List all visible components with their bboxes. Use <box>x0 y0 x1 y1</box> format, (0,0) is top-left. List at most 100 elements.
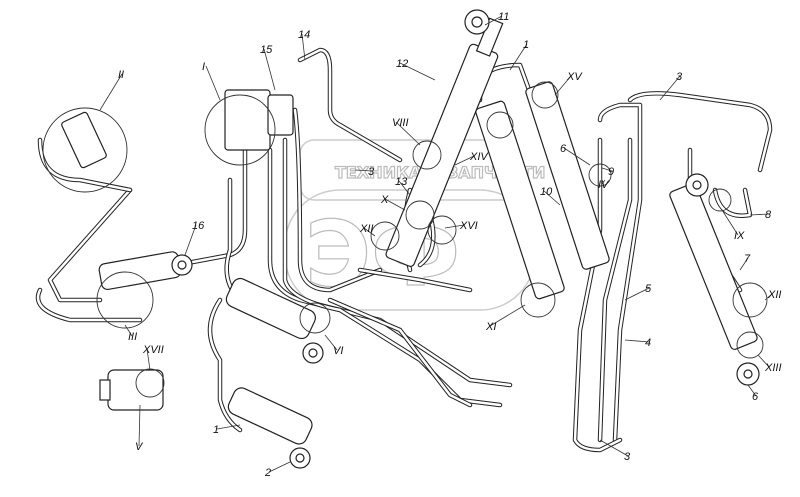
leader-line <box>363 227 376 237</box>
callout-label-xv: XV <box>566 71 583 83</box>
leader-line <box>749 213 770 216</box>
callout-label-i: I <box>202 61 205 73</box>
callout-circles <box>42 81 768 398</box>
leader-line <box>395 121 421 146</box>
callout-label-13: 13 <box>395 176 408 188</box>
leader-line <box>624 339 650 343</box>
callout-label-5: 5 <box>645 283 652 295</box>
leader-line <box>263 48 276 91</box>
cylinder-eye-2 <box>289 447 311 469</box>
callout-circle <box>708 188 732 212</box>
hose-line-inner <box>283 138 502 407</box>
callout-label-3: 3 <box>368 166 375 178</box>
cylinder-eye-8 <box>685 173 709 197</box>
leader-line <box>563 147 591 166</box>
leader-line <box>99 73 123 111</box>
callout-label-9: 9 <box>608 166 614 178</box>
leader-line <box>268 461 291 473</box>
cylinder-1 <box>475 100 565 300</box>
cylinder-eye-6 <box>736 362 760 386</box>
callout-label-v: V <box>135 441 144 453</box>
callout-circle <box>520 282 556 318</box>
leader-line <box>601 167 613 172</box>
leader-line <box>739 257 749 271</box>
callout-circle <box>588 163 612 187</box>
callout-label-1: 1 <box>213 424 219 436</box>
hose-line-inner <box>293 108 382 292</box>
callout-label-11: 11 <box>498 11 509 23</box>
leader-line <box>764 293 773 301</box>
leader-line <box>554 75 572 96</box>
callout-label-xii: XII <box>767 289 781 301</box>
callout-label-vi: VI <box>333 345 343 357</box>
leader-line <box>599 439 629 457</box>
callout-label-12: 12 <box>396 58 408 70</box>
leader-line <box>489 304 526 327</box>
callout-circle <box>299 302 331 334</box>
leader-line <box>543 190 561 206</box>
pump-motor-v <box>99 369 164 411</box>
leader-line <box>509 43 528 71</box>
cylinder-10 <box>525 81 610 270</box>
leader-line <box>216 424 241 430</box>
callout-circle <box>531 81 559 109</box>
callout-label-7: 7 <box>744 253 751 265</box>
leader-line <box>301 33 306 61</box>
leader-line <box>324 334 338 351</box>
hose-line <box>597 102 643 443</box>
cylinder-12 <box>385 17 504 268</box>
leader-line <box>384 198 406 211</box>
cylinder-11-eye <box>464 9 490 35</box>
callout-label-8: 8 <box>765 209 772 221</box>
leader-line <box>398 180 411 196</box>
cylinder-7 <box>669 183 758 350</box>
callout-label-ix: IX <box>734 230 745 242</box>
callout-label-2: 2 <box>264 467 271 479</box>
hose-line-inner <box>598 138 632 442</box>
callout-label-16: 16 <box>192 220 205 232</box>
callout-label-ii: II <box>118 69 124 81</box>
cylinder-bottom <box>227 387 313 445</box>
leader-line <box>757 354 770 368</box>
leader-line <box>138 404 141 447</box>
leader-line <box>354 169 373 172</box>
callout-circle <box>412 140 442 170</box>
callout-label-10: 10 <box>540 186 553 198</box>
hose-line <box>297 47 403 163</box>
hose-line-inner <box>268 148 512 387</box>
callout-label-4: 4 <box>645 337 651 349</box>
hose-line-inner <box>573 138 622 452</box>
hose-line-inner <box>36 288 142 322</box>
callout-label-1: 1 <box>523 39 529 51</box>
hose-line-inner <box>48 188 132 302</box>
callout-label-15: 15 <box>260 44 273 56</box>
eye-16 <box>171 254 193 276</box>
hose-line-inner <box>298 48 402 162</box>
leader-line <box>601 179 606 185</box>
callout-label-xvi: XVI <box>459 220 478 232</box>
callout-label-3: 3 <box>624 451 631 463</box>
callout-circle <box>370 221 400 251</box>
callout-label-14: 14 <box>298 29 310 41</box>
hose-line-inner <box>713 188 752 217</box>
leader-line <box>721 209 739 236</box>
callout-label-xiv: XIV <box>469 151 489 163</box>
callout-circle <box>736 331 764 359</box>
leader-line <box>454 155 475 166</box>
callout-label-3: 3 <box>676 71 683 83</box>
cylinder-eye-vi <box>302 342 324 364</box>
callout-circle <box>732 282 768 318</box>
callout-label-iv: IV <box>598 179 610 191</box>
leader-line <box>124 324 133 337</box>
callout-circle <box>405 200 435 230</box>
cylinder-lower <box>225 277 316 340</box>
leader-lines <box>99 15 773 473</box>
callout-label-xi: XI <box>485 321 496 333</box>
leader-line <box>146 348 151 371</box>
callout-circle <box>427 215 457 245</box>
callout-circle <box>42 107 128 193</box>
leader-line <box>444 224 465 229</box>
